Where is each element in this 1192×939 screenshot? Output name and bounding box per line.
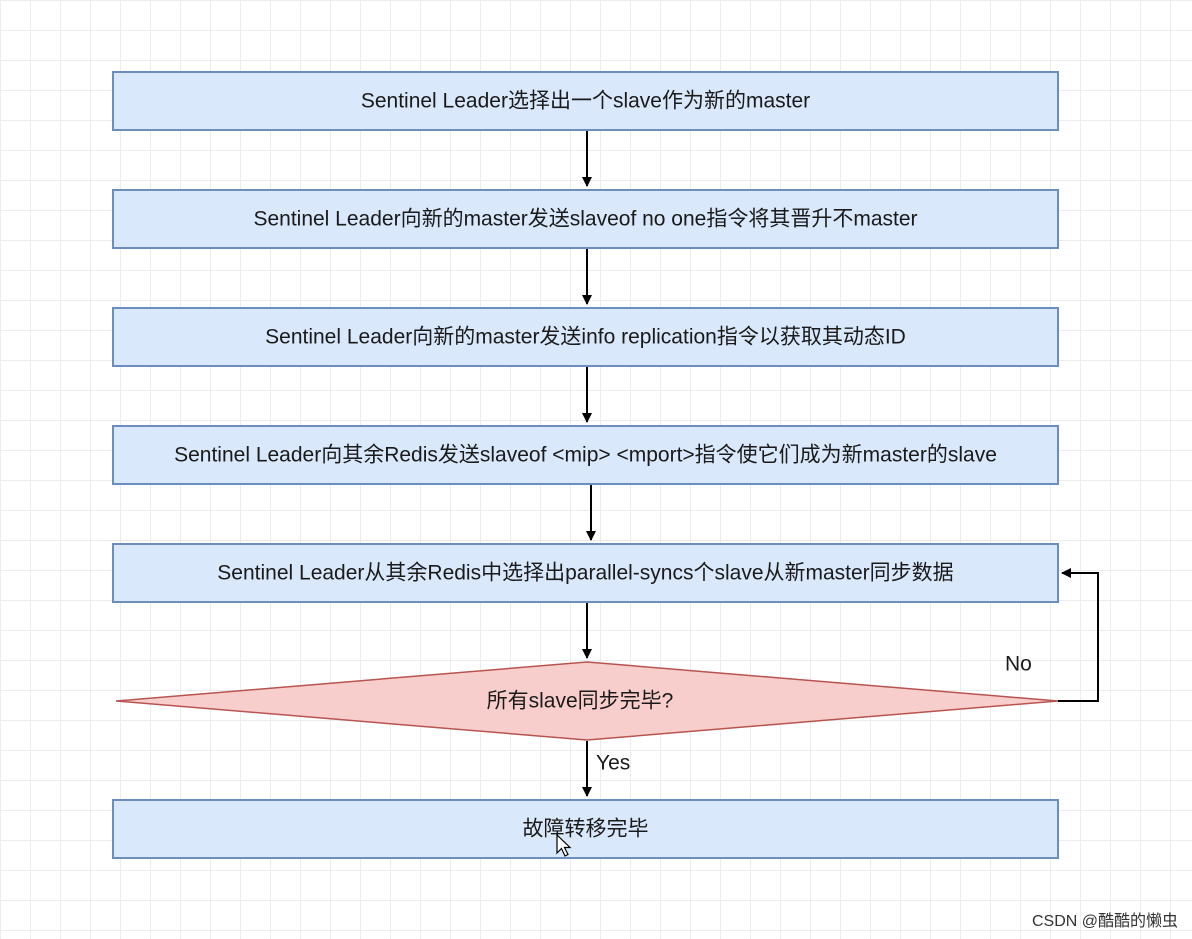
process-box-parallel-syncs[interactable]: Sentinel Leader从其余Redis中选择出parallel-sync… [112,543,1059,603]
process-box-failover-complete[interactable]: 故障转移完毕 [112,799,1059,859]
mouse-cursor-icon [556,834,572,857]
process-box-label: Sentinel Leader向新的master发送info replicati… [265,326,906,349]
process-box-label: Sentinel Leader选择出一个slave作为新的master [361,90,810,113]
edge-label-no: No [1005,653,1032,676]
process-box-label: Sentinel Leader从其余Redis中选择出parallel-sync… [217,562,953,585]
process-box-slaveof-no-one[interactable]: Sentinel Leader向新的master发送slaveof no one… [112,189,1059,249]
process-box-label: Sentinel Leader向其余Redis发送slaveof <mip> <… [174,444,997,467]
decision-label: 所有slave同步完毕? [487,690,674,713]
process-box-label: 故障转移完毕 [523,818,649,841]
process-box-slaveof-mip-mport[interactable]: Sentinel Leader向其余Redis发送slaveof <mip> <… [112,425,1059,485]
decision-all-slaves-synced[interactable]: 所有slave同步完毕? [115,661,1059,741]
process-box-info-replication[interactable]: Sentinel Leader向新的master发送info replicati… [112,307,1059,367]
process-box-label: Sentinel Leader向新的master发送slaveof no one… [253,208,917,231]
process-box-select-new-master[interactable]: Sentinel Leader选择出一个slave作为新的master [112,71,1059,131]
edge-arrow-no-loop [1058,568,1099,702]
edge-label-yes: Yes [596,752,630,775]
watermark-label: CSDN @酷酷的懒虫 [1031,913,1178,930]
